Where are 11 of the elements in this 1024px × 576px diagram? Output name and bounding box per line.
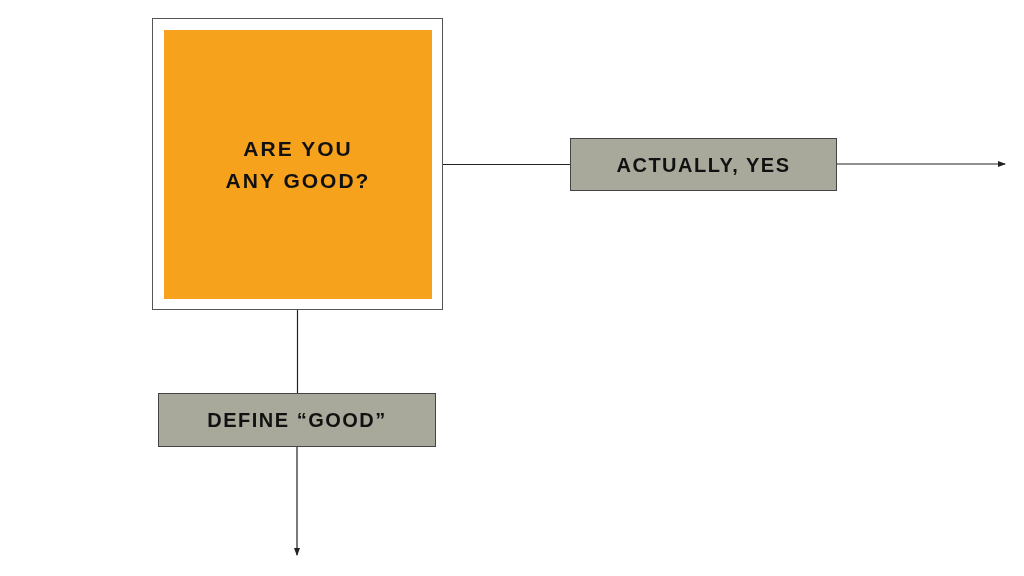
- node-text: ARE YOU ANY GOOD?: [224, 136, 372, 194]
- connector-line: [442, 163, 571, 166]
- answer-box: [570, 138, 837, 191]
- arrow: [294, 446, 300, 556]
- question-box: [164, 30, 432, 299]
- connector-line: [296, 309, 299, 394]
- node-text: ACTUALLY, YES: [616, 152, 791, 178]
- frame-box: [152, 18, 443, 310]
- answer-box: [158, 393, 436, 447]
- node-text: DEFINE “GOOD”: [207, 408, 387, 433]
- arrow: [836, 161, 1006, 167]
